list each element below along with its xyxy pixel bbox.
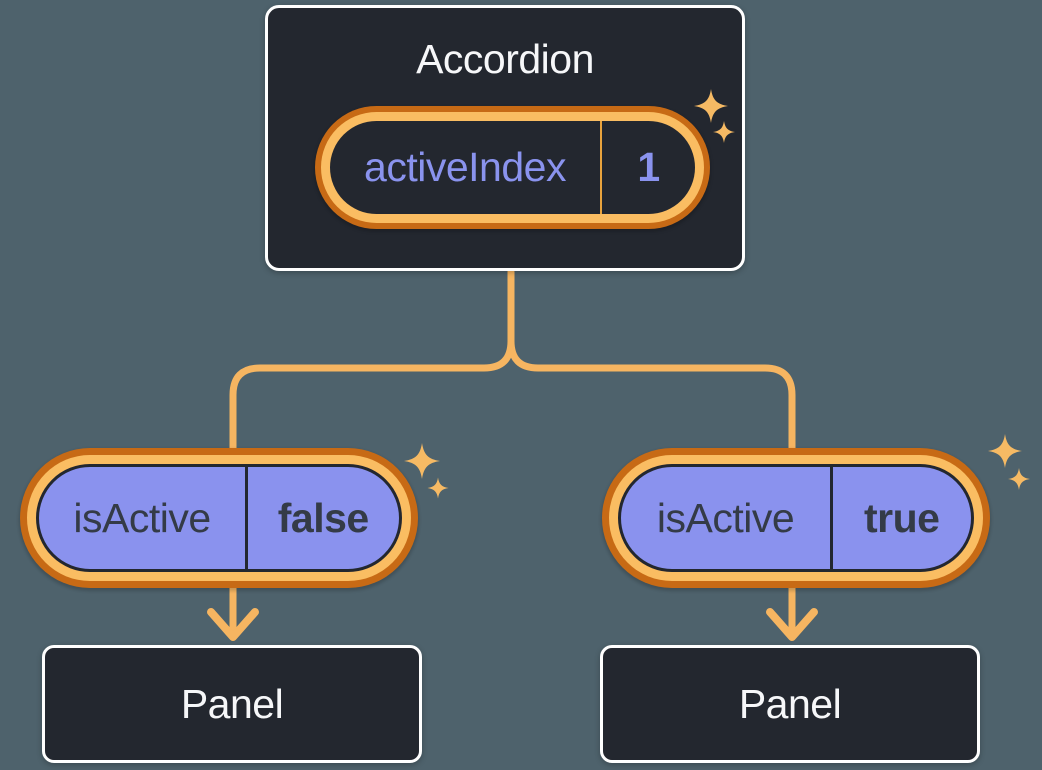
accordion-title: Accordion (416, 36, 594, 82)
panel-card-left: Panel (42, 645, 422, 763)
state-name-cell: activeIndex (330, 121, 600, 214)
state-name-label: activeIndex (364, 144, 566, 190)
branch-line-right (507, 268, 796, 637)
sparkle-icon (988, 434, 1030, 490)
branch-line-left (229, 268, 515, 637)
arrowhead-right-icon (766, 608, 818, 641)
state-value-label: 1 (637, 144, 660, 190)
state-pill-activeindex: activeIndex 1 (330, 121, 695, 214)
prop-pill-isactive-right: isActive true (618, 464, 974, 572)
prop-value-label: true (864, 494, 940, 541)
pill-divider (245, 467, 248, 569)
prop-name-label: isActive (656, 494, 795, 541)
prop-value-cell: true (833, 467, 972, 569)
pill-divider (600, 121, 602, 214)
panel-card-right: Panel (600, 645, 980, 763)
prop-name-cell: isActive (39, 467, 245, 569)
sparkle-icon (404, 443, 449, 499)
sparkle-icon (694, 89, 735, 143)
arrowhead-left-icon (207, 608, 259, 641)
panel-title: Panel (180, 680, 284, 727)
pill-divider (830, 467, 833, 569)
prop-pill-isactive-left: isActive false (36, 464, 402, 572)
state-value-cell: 1 (602, 121, 695, 214)
panel-title: Panel (738, 680, 842, 727)
prop-value-cell: false (248, 467, 400, 569)
prop-value-label: false (277, 494, 369, 541)
prop-name-label: isActive (73, 494, 211, 541)
prop-name-cell: isActive (621, 467, 830, 569)
